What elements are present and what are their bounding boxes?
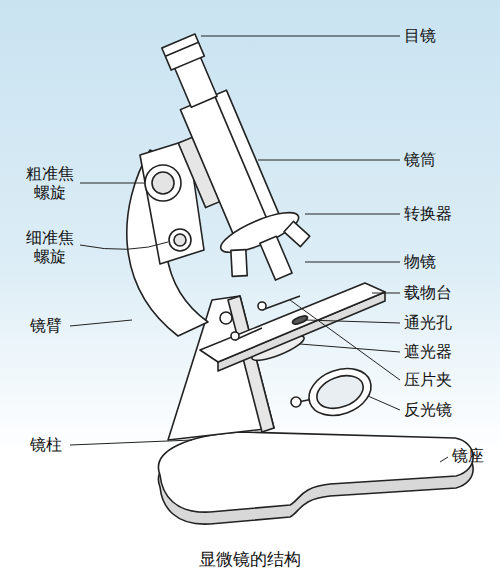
clip-post <box>231 332 239 340</box>
eyepiece-ridge <box>165 42 198 56</box>
figure-caption: 显微镜的结构 <box>199 548 301 571</box>
base <box>158 432 473 512</box>
part-label: 遮光器 <box>404 342 452 361</box>
objective <box>260 236 292 280</box>
part-label: 镜臂 <box>30 316 62 335</box>
objective <box>231 250 247 277</box>
part-label: 镜柱 <box>30 435 62 454</box>
part-label: 镜座 <box>452 446 484 465</box>
part-label: 转换器 <box>404 204 452 223</box>
leader-line <box>80 183 144 184</box>
part-label: 反光镜 <box>404 400 452 419</box>
part-label: 载物台 <box>404 283 452 302</box>
fine-knob <box>174 234 186 246</box>
mirror-glass <box>312 370 367 415</box>
leader-line <box>305 262 400 263</box>
leader-line <box>70 320 132 326</box>
stage-front <box>218 292 385 371</box>
clip-post <box>258 302 266 310</box>
tube-shade <box>215 97 267 219</box>
leader-line <box>290 300 400 380</box>
part-label: 目镜 <box>404 26 436 45</box>
leader-line <box>305 214 400 215</box>
pivot <box>220 312 232 324</box>
part-label: 压片夹 <box>404 370 452 389</box>
part-label: 细准焦螺旋 <box>26 228 74 266</box>
part-label: 物镜 <box>404 252 436 271</box>
stage-top <box>200 283 385 362</box>
leader-line <box>70 440 192 445</box>
leader-line <box>201 36 400 37</box>
eyepiece <box>162 34 205 70</box>
aperture <box>291 314 308 326</box>
leader-line <box>372 293 400 294</box>
leader-line <box>80 242 168 249</box>
body-tube <box>180 90 279 235</box>
mirror <box>302 360 377 423</box>
coarse-knob <box>145 165 181 201</box>
coarse-knob <box>152 172 174 194</box>
fine-knob <box>169 229 191 251</box>
leader-line <box>300 344 400 352</box>
part-label: 通光孔 <box>404 313 452 332</box>
leader-line <box>440 457 448 462</box>
leader-line <box>258 160 400 161</box>
leader-line <box>368 396 400 410</box>
part-label: 粗准焦螺旋 <box>26 164 74 202</box>
objective <box>284 221 310 246</box>
part-label: 镜筒 <box>404 150 436 169</box>
mirror-pivot <box>291 397 301 407</box>
